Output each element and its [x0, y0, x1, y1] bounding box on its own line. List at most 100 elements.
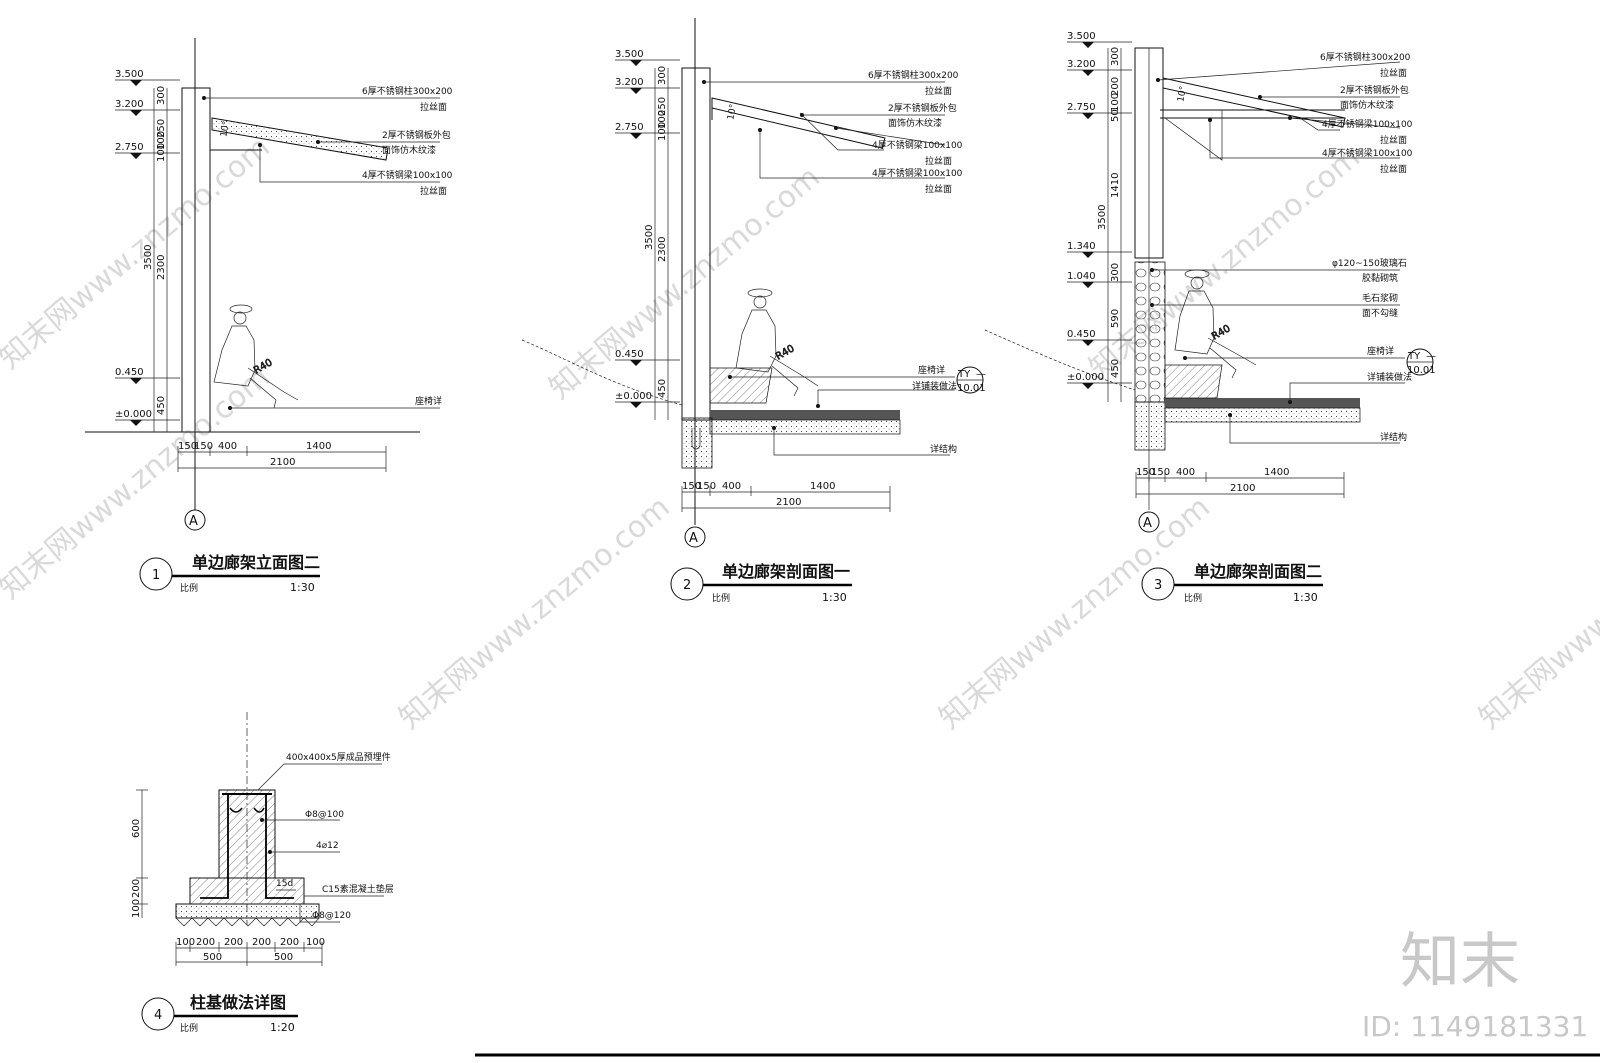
- svg-text:详铺装做法: 详铺装做法: [912, 380, 957, 392]
- svg-text:面饰仿木纹漆: 面饰仿木纹漆: [1340, 99, 1394, 111]
- svg-text:比例: 比例: [712, 592, 730, 604]
- svg-text:R40: R40: [774, 343, 797, 362]
- svg-text:150: 150: [178, 441, 197, 452]
- beam-cladding: [211, 117, 389, 161]
- drawing-3-section: 3.500 3.200 2.750 1.340 1.040 0.450 ±0.0…: [984, 31, 1436, 604]
- vertical-dimensions: 600 200 100: [131, 789, 148, 918]
- svg-text:3.200: 3.200: [615, 77, 644, 88]
- svg-text:面不勾缝: 面不勾缝: [1362, 307, 1398, 319]
- axis-label: A: [189, 514, 198, 529]
- svg-text:—: —: [976, 369, 986, 380]
- watermark-text: 知末网www.znzmo.com: [393, 490, 677, 736]
- svg-text:3.500: 3.500: [1067, 31, 1096, 42]
- svg-text:详铺装做法: 详铺装做法: [1367, 371, 1412, 383]
- svg-text:200: 200: [131, 879, 142, 898]
- svg-text:1400: 1400: [306, 441, 331, 452]
- callout-notes: 6厚不锈钢柱300x200 拉丝面 2厚不锈钢板外包 面饰仿木纹漆 4厚不锈钢梁…: [202, 85, 453, 410]
- svg-text:拉丝面: 拉丝面: [420, 101, 447, 113]
- svg-text:6厚不锈钢柱300x200: 6厚不锈钢柱300x200: [1320, 51, 1411, 63]
- svg-text:100: 100: [176, 937, 195, 948]
- svg-text:4厚不锈钢梁100x100: 4厚不锈钢梁100x100: [872, 167, 963, 179]
- svg-text:±0.000: ±0.000: [115, 409, 152, 420]
- svg-text:拉丝面: 拉丝面: [925, 183, 952, 195]
- svg-text:—: —: [1426, 351, 1436, 362]
- svg-text:2: 2: [683, 578, 691, 593]
- watermark-text: 知末网www.znzmo.com: [0, 130, 277, 376]
- title-block: 1 单边廊架立面图二 比例 1:30: [139, 553, 320, 594]
- svg-text:1.040: 1.040: [1067, 271, 1096, 282]
- horizontal-dimensions: 100 200 200 200 200 100 500 500: [175, 937, 325, 966]
- svg-text:2厚不锈钢板外包: 2厚不锈钢板外包: [888, 102, 957, 114]
- svg-text:450: 450: [657, 379, 668, 398]
- svg-text:590: 590: [1110, 309, 1121, 328]
- svg-text:200: 200: [252, 937, 271, 948]
- svg-text:1:30: 1:30: [290, 581, 315, 594]
- horizontal-dimensions: 150 150 400 1400 2100: [1135, 467, 1345, 498]
- svg-text:15d: 15d: [276, 879, 293, 889]
- svg-text:200: 200: [280, 937, 299, 948]
- svg-text:10.01: 10.01: [1407, 365, 1436, 376]
- svg-text:300: 300: [1110, 47, 1121, 66]
- svg-text:100: 100: [156, 143, 167, 162]
- svg-text:详结构: 详结构: [1380, 431, 1407, 443]
- svg-text:450: 450: [1110, 359, 1121, 378]
- axis-label: A: [1143, 516, 1152, 531]
- svg-text:单边廊架剖面图一: 单边廊架剖面图一: [722, 562, 850, 581]
- svg-text:3: 3: [1154, 578, 1162, 593]
- svg-text:150: 150: [1151, 467, 1170, 478]
- image-id: ID: 1149181331: [1362, 1010, 1588, 1043]
- svg-text:0.450: 0.450: [115, 367, 144, 378]
- svg-text:3500: 3500: [1097, 205, 1108, 230]
- svg-text:1:20: 1:20: [270, 1021, 295, 1034]
- title-block: 2 单边廊架剖面图一 比例 1:30: [670, 562, 852, 604]
- svg-text:比例: 比例: [1184, 592, 1202, 604]
- svg-text:100: 100: [131, 899, 142, 918]
- drawing-1-elevation: 3.500 3.200 2.750 0.450 ±0.000 300 250 1…: [85, 38, 453, 594]
- svg-text:4⌀12: 4⌀12: [316, 841, 339, 851]
- svg-text:100: 100: [306, 937, 325, 948]
- horizontal-dimensions: 150 150 400 1400 2100: [177, 441, 387, 472]
- svg-text:100: 100: [657, 110, 668, 129]
- svg-text:4: 4: [154, 1008, 162, 1023]
- callout-notes: 400x400x5厚成品预埋件 Φ8@100 4⌀12 C15素混凝土垫层 Φ8…: [257, 751, 394, 923]
- svg-text:2厚不锈钢板外包: 2厚不锈钢板外包: [382, 129, 451, 141]
- svg-text:拉丝面: 拉丝面: [1380, 134, 1407, 146]
- vertical-dimensions: 300 200 100 50 1410 3500 300 590 450: [1097, 47, 1122, 402]
- svg-text:单边廊架剖面图二: 单边廊架剖面图二: [1194, 562, 1322, 581]
- svg-text:3500: 3500: [644, 225, 655, 250]
- svg-text:拉丝面: 拉丝面: [1380, 67, 1407, 79]
- vertical-dimensions: 300 250 100 100 2300 3500 450: [644, 66, 669, 420]
- svg-text:比例: 比例: [180, 1022, 198, 1034]
- svg-text:250: 250: [657, 97, 668, 116]
- svg-text:100: 100: [156, 131, 167, 150]
- title-block: 4 柱基做法详图 比例 1:20: [141, 993, 298, 1034]
- drawing-2-section: 3.500 3.200 2.750 0.450 ±0.000 300 250 1…: [521, 18, 986, 604]
- watermark-text: 知末网www.znzmo.com: [1473, 490, 1600, 736]
- svg-text:±0.000: ±0.000: [1067, 372, 1104, 383]
- watermark-text: 知末网www.znzmo.com: [1083, 140, 1367, 386]
- svg-text:1410: 1410: [1110, 173, 1121, 198]
- svg-text:10°: 10°: [219, 120, 232, 137]
- axis-label: A: [689, 531, 698, 546]
- svg-text:2100: 2100: [776, 497, 801, 508]
- callout-notes: 6厚不锈钢柱300x200 拉丝面 2厚不锈钢板外包 面饰仿木纹漆 4厚不锈钢梁…: [1150, 51, 1436, 444]
- svg-text:400: 400: [1176, 467, 1195, 478]
- svg-text:1:30: 1:30: [822, 591, 847, 604]
- svg-text:450: 450: [156, 396, 167, 415]
- svg-text:Φ8@120: Φ8@120: [312, 911, 351, 921]
- svg-text:拉丝面: 拉丝面: [420, 185, 447, 197]
- svg-text:200: 200: [196, 937, 215, 948]
- level-marks: 3.500 3.200 2.750 0.450 ±0.000: [115, 69, 180, 426]
- svg-text:面饰仿木纹漆: 面饰仿木纹漆: [888, 117, 942, 129]
- brand-watermark: 知末 ID: 1149181331: [1362, 927, 1588, 1043]
- svg-text:详结构: 详结构: [930, 443, 957, 455]
- callout-notes: 6厚不锈钢柱300x200 拉丝面 2厚不锈钢板外包 面饰仿木纹漆 4厚不锈钢梁…: [702, 69, 986, 456]
- vertical-dimensions: 300 250 100 100 2300 3500 450: [143, 86, 168, 432]
- drawing-4-footing: 600 200 100 400x400x5厚成品预埋件 Φ8@100 4⌀12 …: [131, 712, 394, 1034]
- svg-text:Φ8@100: Φ8@100: [305, 810, 344, 820]
- svg-text:TY: TY: [957, 369, 971, 380]
- svg-text:柱基做法详图: 柱基做法详图: [190, 993, 286, 1012]
- svg-text:4厚不锈钢梁100x100: 4厚不锈钢梁100x100: [872, 139, 963, 151]
- svg-text:500: 500: [274, 952, 293, 963]
- svg-text:4厚不锈钢梁100x100: 4厚不锈钢梁100x100: [362, 169, 453, 181]
